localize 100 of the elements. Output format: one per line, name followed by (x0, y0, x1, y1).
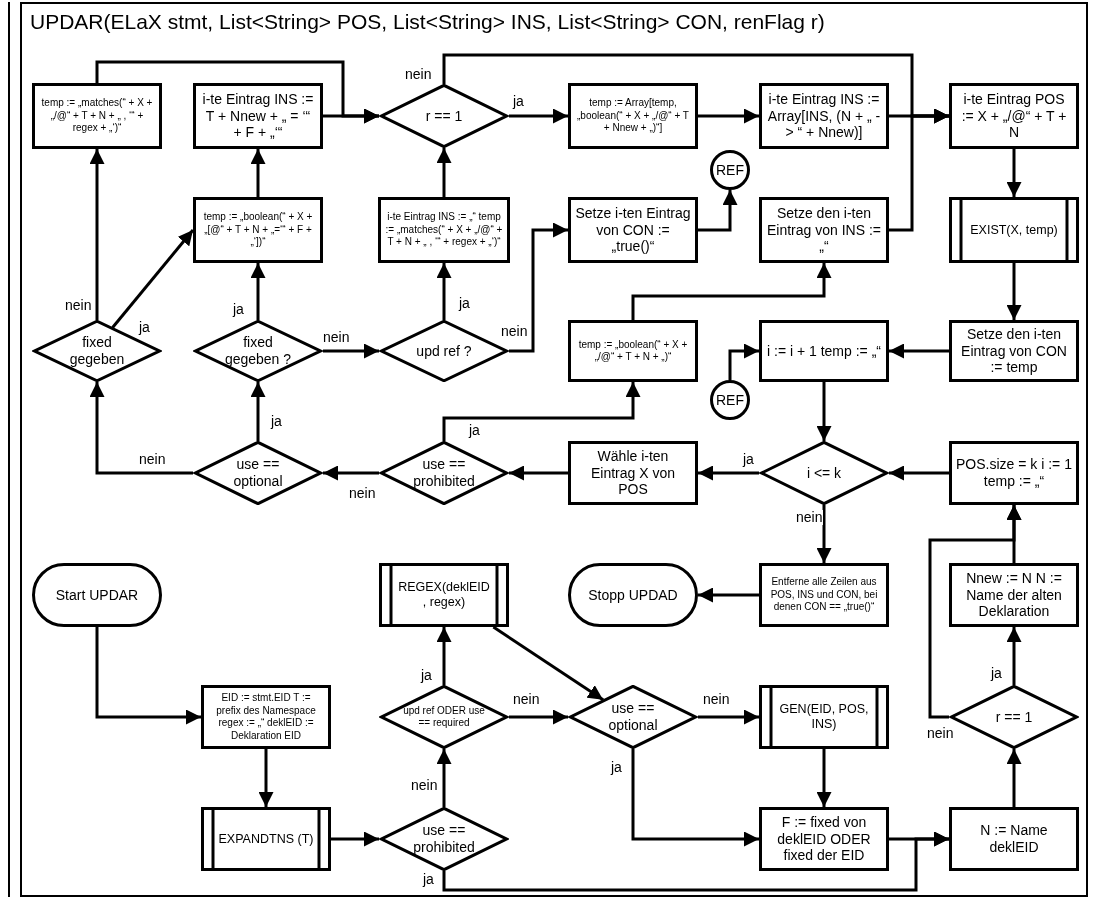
arrow (492, 625, 604, 701)
arrow (95, 60, 379, 124)
node-text: i-te Eintrag INS := „“ temp := „matches(“ + X + „/@“ + T + N + „ , ‘“ + regex + „‘)“ (385, 211, 503, 249)
decision-diamond (568, 685, 698, 749)
arrow (698, 587, 759, 603)
edge-label: ja (422, 872, 435, 888)
process-box (568, 197, 698, 263)
terminal-box (568, 563, 698, 627)
node-text: i-te Eintrag INS := Array[INS, (N + „ -> “ + Nnew)] (766, 90, 882, 142)
edge-label: ja (742, 452, 755, 468)
node-text: N := Name deklEID (979, 822, 1049, 856)
process-box (949, 441, 1079, 505)
node-text: i-te Eintrag INS := T + Nnew + „ = ‘“ + F + „‘“ (201, 90, 315, 142)
process-box (949, 807, 1079, 871)
arrow (889, 831, 949, 847)
arrow (698, 190, 738, 232)
arrow (89, 149, 105, 320)
arrow (323, 343, 379, 359)
node-text: REGEX(deklEID , regex) (397, 580, 491, 610)
process-box (568, 320, 698, 382)
decision-diamond (32, 320, 162, 382)
arrow (509, 465, 568, 481)
process-box (378, 197, 510, 263)
arrow (1006, 149, 1022, 197)
decision-diamond (379, 807, 509, 871)
node-text: i := i + 1 temp := „“ (767, 342, 881, 360)
arrow (698, 465, 759, 481)
process-box (193, 83, 323, 149)
node-text: Setze den i-ten Eintrag von INS := „“ (766, 204, 882, 256)
arrow (889, 343, 949, 359)
process-box (568, 441, 698, 505)
edge-label: ja (420, 668, 433, 684)
connector-circle (710, 150, 750, 190)
node-text: Setze i-ten Eintrag von CON := „true()“ (575, 204, 691, 256)
process-box (193, 197, 323, 263)
node-text: temp := „matches(“ + X + „/@“ + T + N + „ , ‘“ + regex + „‘)“ (40, 97, 154, 135)
decision-diamond (193, 320, 323, 382)
arrow (331, 831, 379, 847)
node-text: upd ref ODER use == required (403, 704, 485, 730)
node-text: fixed gegeben (68, 334, 126, 368)
arrow (442, 382, 641, 441)
arrow (250, 149, 266, 197)
arrow (816, 382, 832, 441)
terminal-box (32, 563, 162, 627)
node-text: Stopp UPDAD (588, 586, 678, 604)
arrow (1006, 627, 1022, 685)
node-text: r == 1 (425, 107, 463, 125)
arrow (631, 263, 832, 320)
node-text: temp := „boolean(“ + X + „/@“ + T + N + „)“ (577, 338, 689, 364)
arrow (89, 382, 193, 475)
node-text: Nnew := N N := Name der alten Deklaration (965, 569, 1063, 621)
subroutine-box (759, 685, 889, 749)
node-text: EXIST(X, temp) (970, 222, 1058, 238)
process-box (759, 320, 889, 382)
arrow (698, 108, 759, 124)
node-text: use == prohibited (412, 456, 476, 490)
node-text: temp := Array[temp, „boolean(“ + X + „/@“ + T + Nnew + „)“] (576, 97, 690, 135)
arrow (889, 465, 949, 481)
subroutine-box (201, 807, 331, 871)
node-text: REF (716, 161, 744, 179)
node-text: temp := „boolean(“ + X + „[@“ + T + N + „=‘“ + F + „‘])“ (202, 211, 314, 249)
node-text: upd ref ? (416, 342, 472, 360)
arrow (698, 709, 759, 725)
arrow (111, 229, 195, 329)
process-box (201, 685, 331, 749)
subroutine-box (379, 563, 509, 627)
edge-label: ja (468, 423, 481, 439)
node-text: i-te Eintrag POS := X + „/@“ + T + N (960, 90, 1068, 142)
node-text: Setze den i-ten Eintrag von CON := temp (960, 325, 1068, 377)
arrow (889, 108, 949, 232)
arrow (436, 749, 452, 807)
arrow (436, 263, 452, 320)
node-text: F := fixed von deklEID ODER fixed der EID (776, 813, 872, 865)
process-box (568, 83, 698, 149)
arrow (250, 263, 266, 320)
node-text: use == optional (607, 700, 659, 734)
edge-label: ja (232, 302, 245, 318)
frame-box (20, 2, 1088, 897)
arrow (95, 627, 201, 725)
edge-label: ja (270, 414, 283, 430)
arrow (258, 749, 274, 807)
frame-title: UPDAR(ELaX stmt, List<String> POS, List<String> INS, List<String> CON, renFlag r) (30, 10, 825, 34)
edge-label: ja (512, 94, 525, 110)
node-text: fixed gegeben ? (223, 334, 293, 368)
edge-label: ja (610, 760, 623, 776)
decision-diamond (379, 84, 509, 148)
arrow (1006, 749, 1022, 807)
arrow (816, 505, 832, 563)
arrow (436, 148, 452, 197)
arrow (1006, 505, 1022, 563)
process-box (759, 807, 889, 871)
process-box (32, 83, 162, 149)
node-text: Wähle i-ten Eintrag X von POS (589, 447, 677, 499)
node-text: Start UPDAR (55, 586, 139, 604)
edge-label: ja (990, 666, 1003, 682)
node-text: EID := stmt.EID T := prefix des Namespace regex := „“ deklEID := Deklaration EID (215, 692, 317, 742)
decision-diamond (193, 441, 323, 505)
arrow (816, 749, 832, 807)
edge-label: ja (138, 320, 151, 336)
process-box (759, 563, 889, 627)
